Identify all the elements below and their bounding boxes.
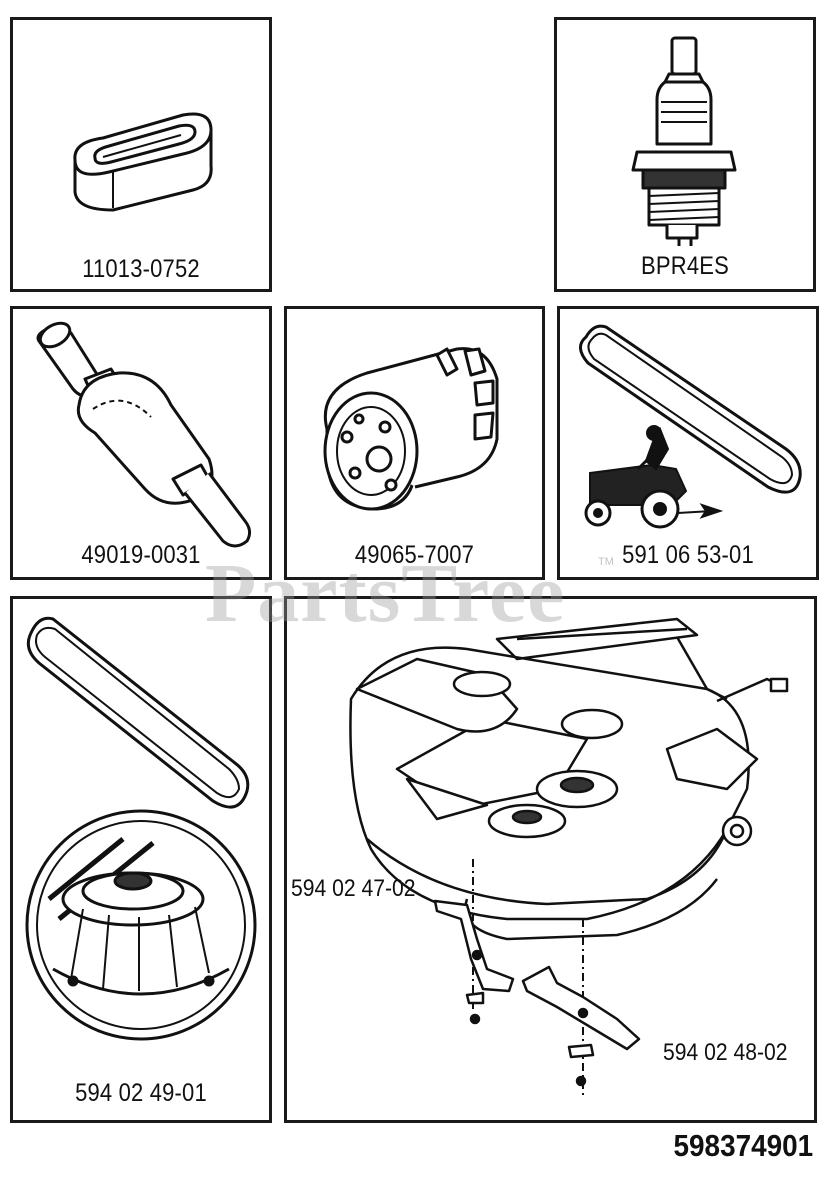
blade-right	[521, 965, 641, 1087]
panel-mower-deck[interactable]: 594 02 47-02 594 02 48-02	[284, 596, 817, 1123]
blade-left	[433, 899, 515, 1025]
blade-label-right: 594 02 48-02	[663, 1039, 788, 1066]
part-label: BPR4ES	[641, 252, 729, 280]
fuel-filter-icon	[36, 321, 252, 548]
spindle-pulley-icon	[25, 809, 257, 1041]
oil-filter-icon	[323, 347, 499, 511]
part-label: 49019-0031	[81, 541, 201, 569]
panel-drive-belt[interactable]: 591 06 53-01	[557, 306, 819, 580]
mower-deck-icon	[349, 617, 789, 1099]
spark-plug-icon	[631, 36, 737, 246]
part-label: 11013-0752	[82, 255, 200, 283]
part-label: 591 06 53-01	[622, 541, 754, 569]
foam-filter-icon	[73, 112, 213, 212]
blade-label-left: 594 02 47-02	[291, 875, 416, 902]
part-label: 49065-7007	[354, 541, 475, 569]
panel-deck-belt[interactable]: 594 02 49-01	[10, 596, 272, 1123]
panel-fuel-filter[interactable]: 49019-0031	[10, 306, 272, 580]
panel-oil-filter[interactable]: 49065-7007	[284, 306, 545, 580]
trademark-mark: TM	[598, 556, 614, 568]
tractor-icon	[584, 425, 724, 529]
drive-belt-icon	[579, 324, 802, 529]
watermark: PartsTree	[205, 547, 566, 640]
panel-spark-plug[interactable]: BPR4ES	[554, 17, 816, 292]
deck-belt-icon	[25, 616, 257, 1041]
panel-foam-element[interactable]: 11013-0752	[10, 17, 272, 292]
document-number: 598374901	[673, 1128, 813, 1163]
part-label: 594 02 49-01	[75, 1079, 207, 1107]
